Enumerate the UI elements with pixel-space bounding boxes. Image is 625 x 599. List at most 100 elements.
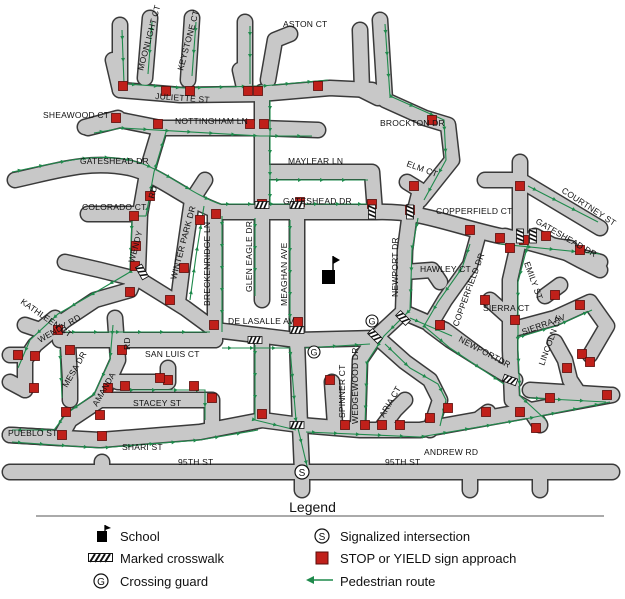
stop-sign-approach-52	[61, 407, 71, 417]
stop-sign-approach-13	[409, 181, 419, 191]
road-winter-park	[171, 173, 212, 309]
stop-sign-approach-39	[575, 300, 585, 310]
route-arrow-icon	[220, 266, 224, 270]
route-arrow-icon	[428, 187, 432, 193]
street-label-andrew-rd: ANDREW RD	[424, 447, 478, 457]
route-arrow-icon	[39, 428, 44, 432]
route-arrow-icon	[149, 27, 154, 32]
street-label-breckenridge-ln: BRECKENRIDGE LN	[202, 222, 212, 306]
route-arrow-icon	[464, 427, 470, 432]
route-arrow-icon	[582, 311, 588, 316]
marked-crosswalks	[134, 201, 537, 429]
stop-sign-approach-46	[120, 381, 130, 391]
route-arrow-icon	[130, 388, 134, 392]
route-arrow-icon	[263, 83, 268, 88]
route-arrow-icon	[116, 330, 120, 334]
route-arrow-icon	[53, 314, 58, 319]
stop-sign-approach-31	[165, 295, 175, 305]
stop-sign-approach-18	[541, 231, 551, 241]
svg-text:G: G	[368, 317, 375, 327]
route-arrow-icon	[214, 435, 220, 440]
route-arrow-icon	[387, 346, 393, 351]
route-arrow-icon	[542, 328, 547, 332]
pedestrian-route-26	[124, 389, 206, 420]
route-arrow-icon	[101, 372, 106, 378]
route-arrow-icon	[220, 222, 224, 226]
street-label-meaghan-ave: MEAGHAN AVE	[279, 242, 289, 306]
stop-sign-approach-2	[161, 86, 171, 96]
pedestrian-route-10	[384, 23, 447, 201]
route-arrow-icon	[220, 244, 224, 248]
route-arrow-icon	[204, 196, 209, 200]
road-sierra-ct	[483, 293, 517, 325]
route-arrow-icon	[73, 404, 78, 409]
route-arrow-icon	[552, 196, 557, 201]
stop-sign-approach-57	[325, 375, 335, 385]
route-arrow-icon	[549, 247, 554, 251]
route-arrow-icon	[108, 352, 113, 357]
route-arrow-icon	[129, 225, 134, 230]
stop-sign-approach-65	[515, 407, 525, 417]
route-arrow-icon	[61, 443, 66, 448]
route-arrow-icon	[399, 434, 404, 439]
crosswalk-icon	[367, 328, 383, 344]
stop-sign-approach-59	[360, 420, 370, 430]
route-arrow-icon	[516, 292, 520, 297]
route-arrow-icon	[193, 27, 198, 32]
route-arrow-icon	[236, 431, 241, 436]
route-arrow-icon	[105, 445, 110, 450]
route-arrow-icon	[198, 224, 203, 230]
route-arrow-icon	[182, 330, 186, 334]
route-arrow-icon	[160, 330, 164, 334]
route-arrow-icon	[336, 202, 340, 206]
svg-text:G: G	[97, 577, 105, 588]
school-flag-icon	[97, 525, 111, 542]
route-arrow-icon	[149, 184, 153, 189]
route-arrow-icon	[445, 286, 450, 292]
route-arrow-icon	[220, 310, 224, 314]
route-arrow-icon	[406, 309, 411, 314]
route-arrow-icon	[333, 431, 338, 436]
route-arrow-icon	[288, 292, 292, 296]
route-arrow-icon	[532, 186, 537, 191]
route-arrow-icon	[231, 132, 236, 137]
stop-sign-approach-5	[253, 86, 263, 96]
road-gateshead-east-2	[528, 229, 607, 277]
route-arrow-icon	[171, 440, 176, 445]
route-arrow-icon	[248, 202, 252, 206]
crosswalk-icon	[289, 201, 305, 209]
route-arrow-icon	[390, 325, 395, 330]
stop-sign-approach-54	[57, 430, 67, 440]
route-arrow-icon	[197, 85, 202, 90]
route-arrow-icon	[293, 417, 298, 422]
stop-sign-square-icon	[315, 551, 329, 565]
route-arrow-icon	[521, 334, 526, 339]
route-arrow-icon	[594, 403, 599, 407]
stop-sign-approach-20	[145, 191, 155, 201]
route-arrow-icon	[414, 223, 419, 228]
route-arrow-icon	[562, 320, 568, 325]
route-arrow-icon	[527, 244, 532, 249]
stop-sign-approach-9	[245, 119, 255, 129]
route-arrow-icon	[159, 142, 164, 147]
stop-sign-approach-35	[480, 295, 490, 305]
route-arrow-icon	[72, 330, 76, 334]
route-arrow-icon	[275, 134, 280, 138]
route-arrow-icon	[386, 73, 391, 78]
route-arrow-icon	[39, 441, 44, 446]
route-arrow-icon	[354, 342, 359, 347]
route-arrow-icon	[429, 111, 434, 116]
route-arrow-icon	[443, 430, 448, 435]
crosswalk-icon	[406, 204, 414, 220]
legend-label-school: School	[120, 529, 160, 544]
route-arrow-icon	[363, 405, 368, 410]
route-arrow-icon	[529, 416, 535, 420]
crosswalk-icon	[247, 336, 263, 344]
street-label-colorado-ct: COLORADO CT	[82, 202, 147, 212]
route-arrow-icon	[248, 32, 252, 36]
stop-sign-approach-26	[211, 209, 221, 219]
route-arrow-icon	[149, 442, 154, 447]
street-label-brockton-dr: BROCKTON DR	[380, 118, 445, 128]
route-arrow-icon	[188, 290, 193, 295]
